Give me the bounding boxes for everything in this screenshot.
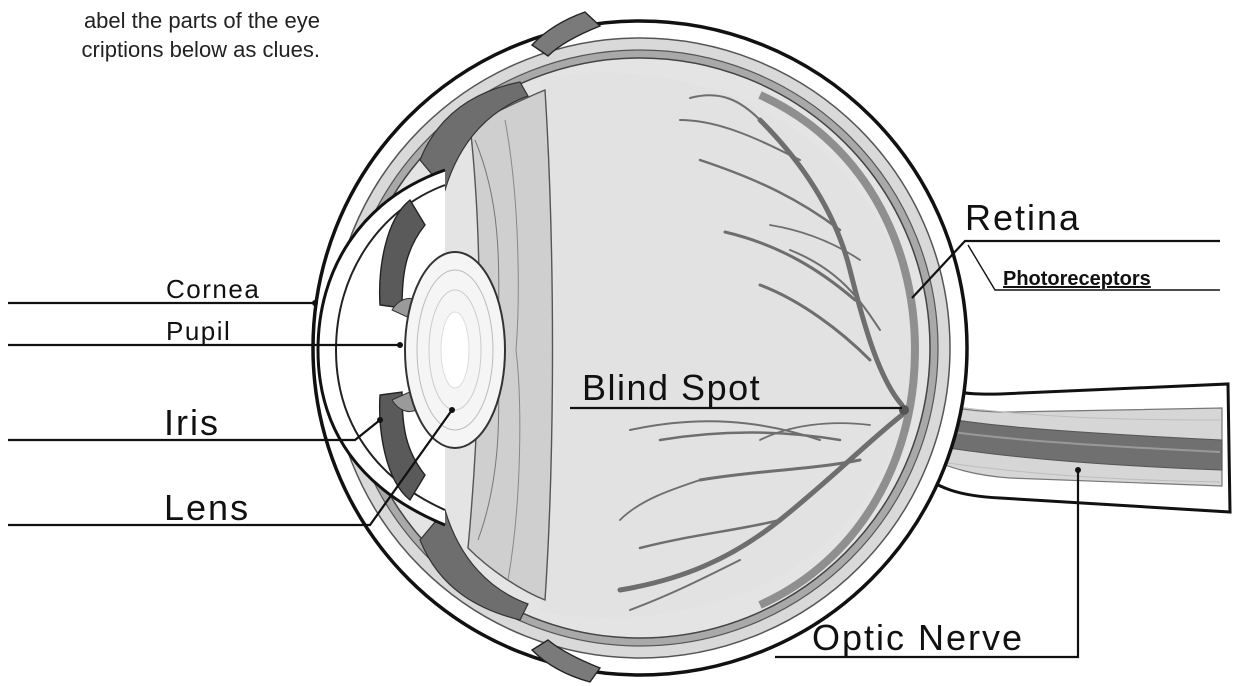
optic-disc [899, 405, 909, 415]
label-photoreceptors: Photoreceptors [1003, 268, 1151, 290]
iris-dot [377, 417, 383, 423]
lens-dot [449, 407, 455, 413]
label-iris: Iris [164, 402, 220, 443]
cornea-dot [312, 300, 318, 306]
label-blind-spot: Blind Spot [582, 367, 761, 408]
label-retina: Retina [965, 197, 1081, 238]
label-optic-nerve: Optic Nerve [812, 617, 1024, 658]
lens [405, 252, 505, 448]
label-cornea: Cornea [166, 274, 260, 304]
label-lens: Lens [164, 487, 250, 528]
optic-nerve-dot [1075, 467, 1081, 473]
label-pupil: Pupil [166, 316, 231, 346]
pupil-dot [397, 342, 403, 348]
